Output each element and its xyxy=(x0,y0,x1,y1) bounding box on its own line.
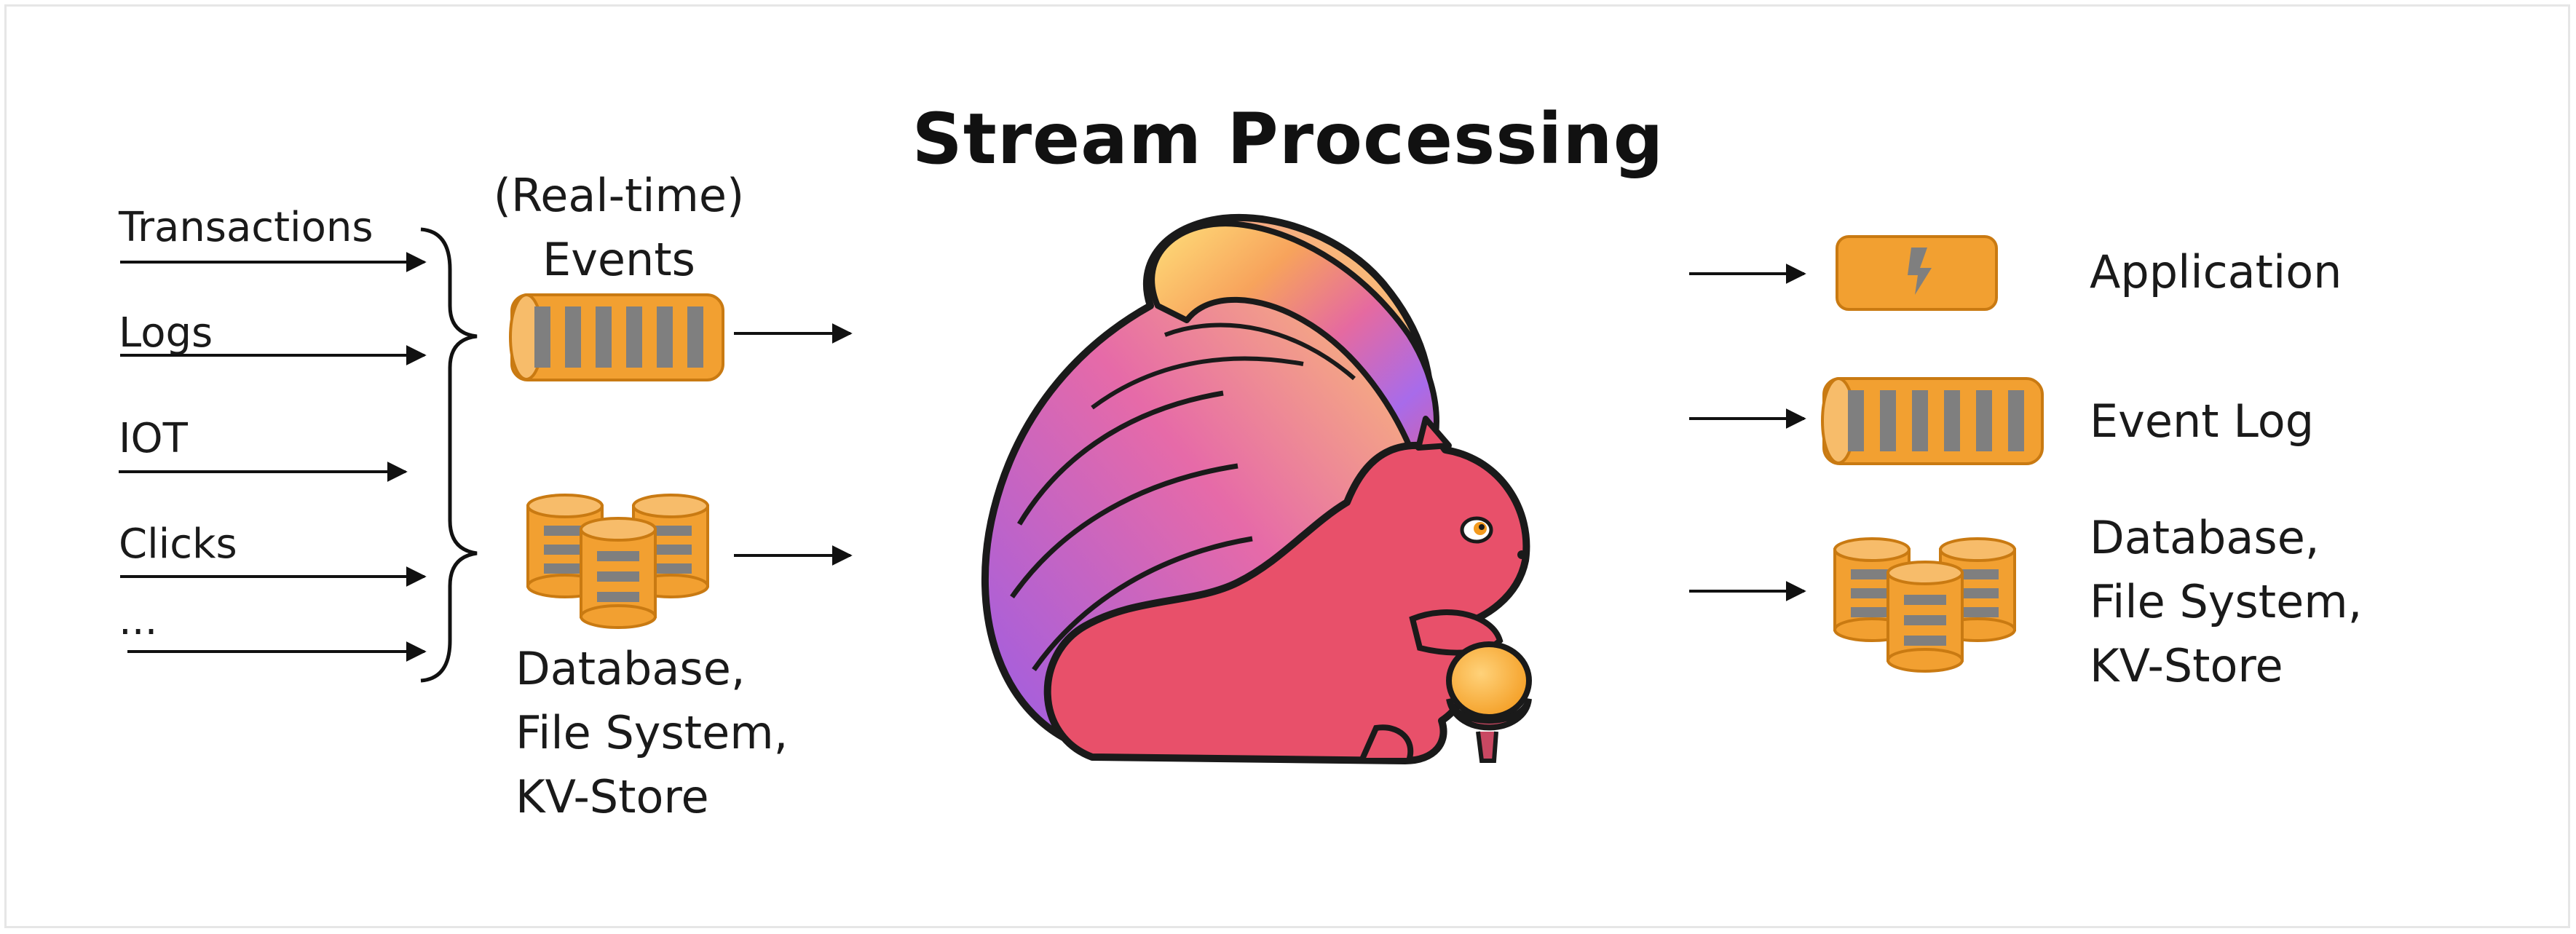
output-application-label: Application xyxy=(2090,245,2342,298)
diagram-title: Stream Processing xyxy=(912,98,1664,180)
input-storage-line3: KV-Store xyxy=(515,770,709,823)
diagram-frame xyxy=(4,4,2570,928)
event-log-icon xyxy=(1821,377,2044,465)
output-storage-line2: File System, xyxy=(2090,575,2363,628)
events-label-line1: (Real-time) xyxy=(493,169,745,222)
event-queue-icon xyxy=(509,293,724,381)
output-storage-line3: KV-Store xyxy=(2090,639,2283,692)
source-label-logs: Logs xyxy=(119,309,213,357)
source-label-clicks: Clicks xyxy=(119,521,237,568)
events-label: (Real-time) Events xyxy=(466,164,772,292)
squirrel-mascot-icon xyxy=(981,214,1532,764)
input-storage-line2: File System, xyxy=(515,706,789,759)
output-database-cylinders-icon xyxy=(1833,537,2016,673)
input-storage-line1: Database, xyxy=(515,642,746,695)
database-cylinders-icon xyxy=(526,494,709,629)
source-brace xyxy=(420,227,478,683)
events-label-line2: Events xyxy=(542,233,695,286)
source-label-transactions: Transactions xyxy=(119,204,374,251)
output-event-log-label: Event Log xyxy=(2090,395,2315,448)
output-storage-line1: Database, xyxy=(2090,511,2320,564)
output-storage-label: Database, File System, KV-Store xyxy=(2090,506,2362,698)
source-label-more: ... xyxy=(119,597,158,644)
source-label-iot: IOT xyxy=(119,415,188,462)
input-storage-label: Database, File System, KV-Store xyxy=(515,637,788,829)
lightning-app-icon xyxy=(1836,235,1998,311)
